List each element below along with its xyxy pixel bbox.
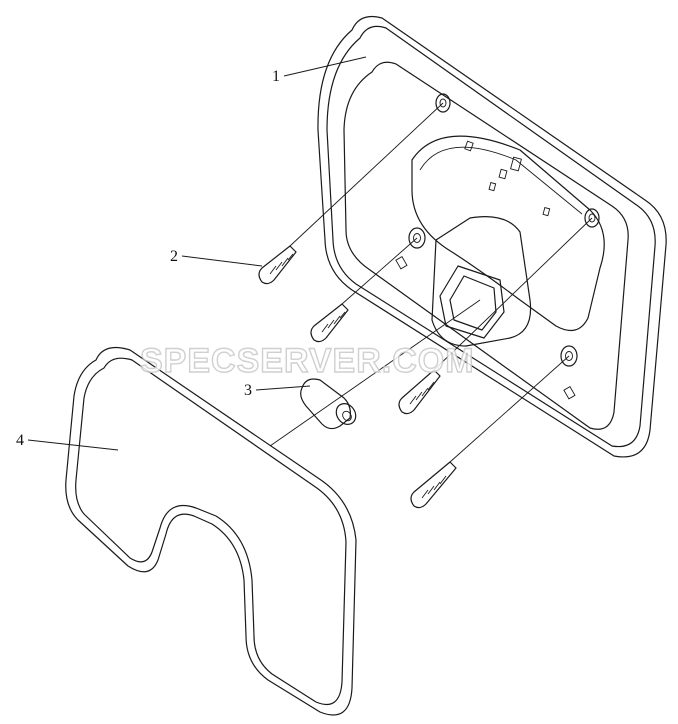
callout-1: 1 (272, 56, 367, 85)
callout-2: 2 (170, 248, 263, 267)
screw-b (310, 303, 349, 343)
screw-c (398, 369, 441, 415)
part-3-bulb (300, 378, 357, 430)
part-4-cover-plate (65, 347, 357, 716)
callout-4: 4 (16, 432, 119, 451)
callout-label-1: 1 (272, 68, 280, 85)
part-1-housing (317, 15, 667, 458)
assembly-lines (269, 102, 593, 463)
screw-a (258, 245, 297, 285)
watermark: SPECSERVER.COM (140, 342, 475, 380)
callout-label-2: 2 (170, 248, 178, 265)
callout-label-4: 4 (16, 432, 24, 449)
callout-label-3: 3 (244, 382, 252, 399)
part-2-screws (258, 245, 457, 509)
screw-d (410, 461, 457, 509)
callout-3: 3 (244, 382, 311, 399)
